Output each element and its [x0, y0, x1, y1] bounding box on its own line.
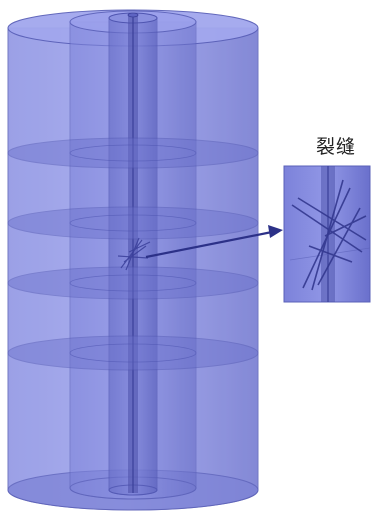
section-layer-1 [8, 138, 258, 168]
section-layer-2 [8, 207, 258, 239]
fracture-label: 裂缝 [301, 132, 371, 159]
section-layer-4 [8, 336, 258, 370]
zoom-inset [284, 166, 370, 302]
section-layer-3 [8, 267, 258, 299]
